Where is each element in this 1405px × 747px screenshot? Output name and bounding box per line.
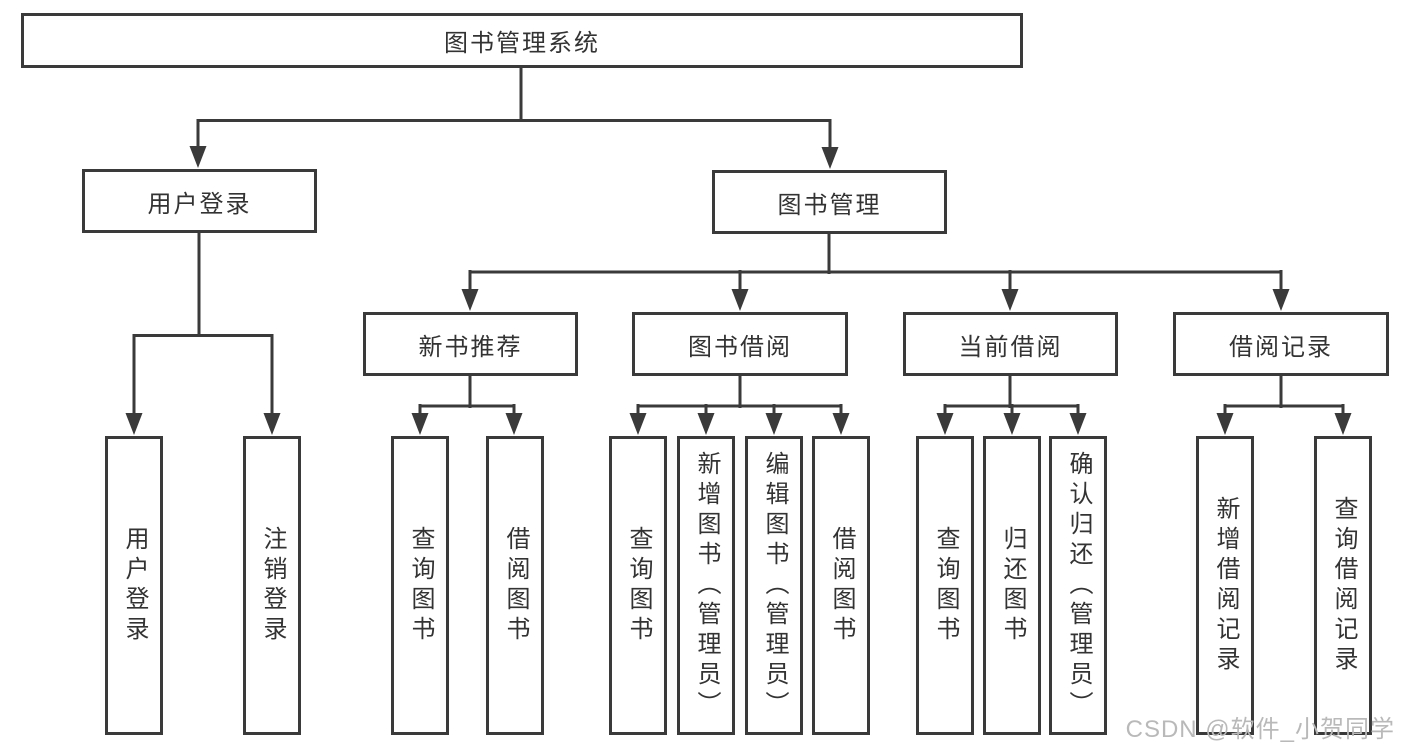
node-label: 借阅图书 [502, 525, 529, 646]
arrowhead-down [125, 413, 143, 435]
arrowhead-down [821, 147, 839, 169]
leaf-query-books-current: 查询图书 [916, 436, 974, 735]
node-label: 图书借阅 [688, 333, 792, 361]
node-label: 查询图书 [407, 525, 434, 646]
leaf-return-books: 归还图书 [983, 436, 1041, 735]
node-label: 查询借阅记录 [1330, 495, 1357, 676]
arrowhead-down [1216, 413, 1234, 435]
node-label: 新增图书（管理员） [693, 450, 720, 721]
leaf-user-login: 用户登录 [105, 436, 163, 735]
node-current-borrowing: 当前借阅 [903, 312, 1118, 376]
csdn-watermark: CSDN @软件_小贺同学 [1125, 716, 1395, 743]
node-new-book-recommend: 新书推荐 [363, 312, 578, 376]
leaf-borrow-books-borrowing: 借阅图书 [812, 436, 870, 735]
node-label: 确认归还（管理员） [1065, 450, 1092, 721]
arrowhead-down [1001, 289, 1019, 311]
node-label: 编辑图书（管理员） [761, 450, 788, 721]
node-label: 新书推荐 [418, 333, 523, 361]
leaf-add-books-admin: 新增图书（管理员） [677, 436, 735, 735]
leaf-add-borrow-record: 新增借阅记录 [1196, 436, 1254, 735]
node-label: 新增借阅记录 [1212, 495, 1239, 676]
arrowhead-down [731, 289, 749, 311]
arrowhead-down [189, 146, 207, 168]
arrowhead-down [697, 413, 715, 435]
node-label: 查询图书 [625, 525, 652, 646]
arrowhead-down [1069, 413, 1087, 435]
arrowhead-down [263, 413, 281, 435]
node-user-login: 用户登录 [82, 169, 317, 233]
leaf-query-books-borrowing: 查询图书 [609, 436, 667, 735]
node-label: 图书管理 [777, 191, 882, 219]
node-label: 借阅记录 [1229, 333, 1333, 361]
arrowhead-down [765, 413, 783, 435]
node-label: 注销登录 [259, 525, 286, 646]
leaf-edit-books-admin: 编辑图书（管理员） [745, 436, 803, 735]
node-label: 用户登录 [147, 190, 252, 218]
node-label: 借阅图书 [828, 525, 855, 646]
node-borrowing-records: 借阅记录 [1173, 312, 1389, 376]
leaf-confirm-return-admin: 确认归还（管理员） [1049, 436, 1107, 735]
arrowhead-down [505, 413, 523, 435]
arrowhead-down [1003, 413, 1021, 435]
leaf-borrow-books-recommend: 借阅图书 [486, 436, 544, 735]
leaf-logout-login: 注销登录 [243, 436, 301, 735]
node-label: 当前借阅 [958, 333, 1063, 361]
leaf-query-books-recommend: 查询图书 [391, 436, 449, 735]
arrowhead-down [832, 413, 850, 435]
node-label: 归还图书 [999, 525, 1026, 646]
node-label: 图书管理系统 [444, 30, 600, 57]
node-book-management: 图书管理 [712, 170, 947, 234]
node-label: 用户登录 [121, 525, 148, 646]
node-root-library-system: 图书管理系统 [21, 13, 1023, 68]
arrowhead-down [461, 289, 479, 311]
node-book-borrowing: 图书借阅 [632, 312, 848, 376]
arrowhead-down [411, 413, 429, 435]
arrowhead-down [629, 413, 647, 435]
arrowhead-down [936, 413, 954, 435]
arrowhead-down [1334, 413, 1352, 435]
leaf-query-borrow-record: 查询借阅记录 [1314, 436, 1372, 735]
arrowhead-down [1272, 289, 1290, 311]
node-label: 查询图书 [932, 525, 959, 646]
